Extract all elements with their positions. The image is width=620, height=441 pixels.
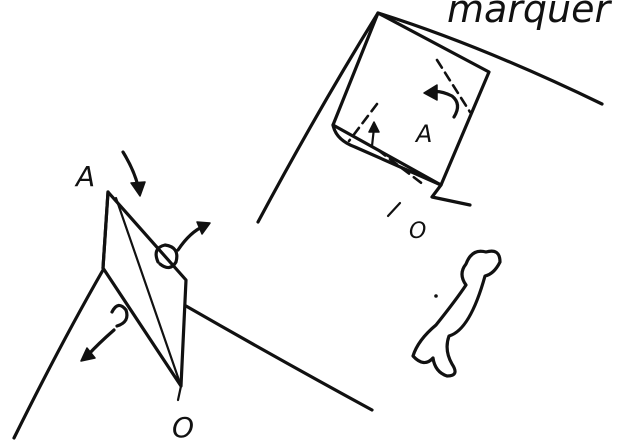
header-word: marquer (447, 0, 613, 31)
right-edge-line (376, 11, 604, 106)
right-figure: A O (256, 11, 604, 244)
right-inner-label: A (414, 120, 432, 148)
left-top-label: A (74, 160, 95, 193)
right-panel (331, 11, 491, 187)
squiggle-shape (411, 249, 502, 378)
right-small-arrow-head (368, 121, 380, 133)
right-dashed-line-2 (347, 102, 379, 143)
left-lower-arrow-head (80, 347, 96, 362)
right-hinge-detail (331, 123, 472, 207)
left-bottom-label: O (172, 411, 194, 441)
left-bottom-tick (176, 384, 183, 402)
left-rotation-arrow-head (196, 221, 211, 235)
left-panel-diagonal (114, 196, 183, 388)
right-dashed-line-1 (435, 58, 472, 114)
left-floor-line-right (184, 304, 374, 412)
left-down-arrow (121, 150, 140, 188)
left-figure: A O (12, 150, 374, 441)
squiggle-dot (434, 294, 438, 298)
left-panel (101, 190, 188, 388)
right-bottom-label: O (409, 219, 426, 244)
left-lower-arrow (86, 328, 116, 357)
right-arrow-head (423, 84, 438, 101)
left-floor-line-left (12, 268, 105, 440)
left-down-arrow-head (130, 181, 146, 197)
right-floor-tick (386, 201, 402, 218)
right-dashed-line-3 (376, 148, 426, 187)
right-left-edge-line (256, 11, 380, 224)
left-rotation-loop (154, 243, 179, 270)
squiggle-figure (411, 249, 502, 378)
left-lower-loop (110, 303, 129, 328)
